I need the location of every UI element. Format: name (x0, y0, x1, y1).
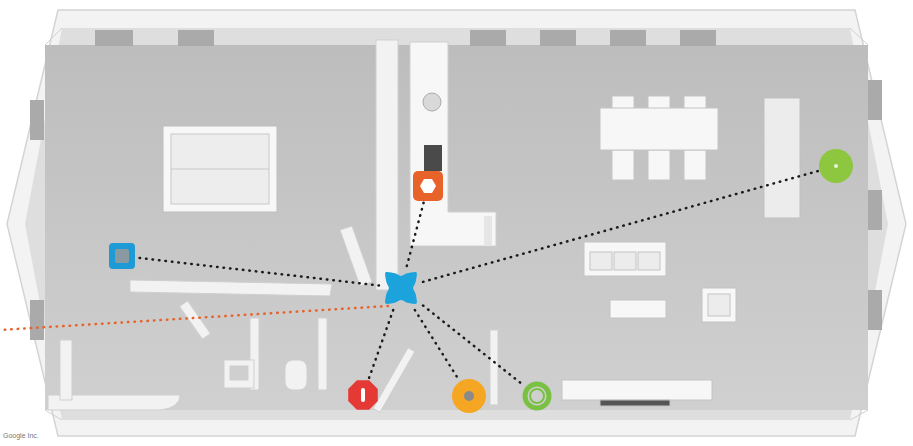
node-outline (819, 149, 853, 183)
dotted-link (407, 201, 424, 266)
bathroom (48, 226, 498, 412)
wall-picture (764, 98, 800, 218)
dining-table (600, 96, 718, 180)
window-recesses (30, 30, 882, 340)
alarm-octagon (347, 379, 379, 411)
node-outline (522, 381, 552, 411)
outer-wall (7, 10, 906, 436)
sensor-ring-green (522, 381, 552, 411)
watermark: Google Inc. (3, 432, 39, 439)
sensor-hexagon (413, 171, 443, 201)
sensor-square (109, 243, 135, 269)
dotted-link (369, 310, 394, 379)
node-outline (379, 266, 423, 310)
dotted-link (423, 171, 819, 282)
external-link (0, 306, 388, 330)
kitchen (376, 40, 496, 290)
dotted-link (423, 305, 522, 384)
living-furniture (562, 242, 736, 406)
node-outline (347, 379, 379, 411)
wall-corners (45, 28, 868, 420)
sensor-dot (819, 149, 853, 183)
hub-icon (379, 266, 423, 310)
node-outline (109, 243, 135, 269)
sensor-ring (452, 379, 486, 413)
node-outline (413, 171, 443, 201)
dotted-link (135, 257, 379, 285)
node-outline (452, 379, 486, 413)
dotted-link (415, 310, 458, 379)
bed (163, 126, 277, 212)
wall-face (25, 28, 888, 420)
